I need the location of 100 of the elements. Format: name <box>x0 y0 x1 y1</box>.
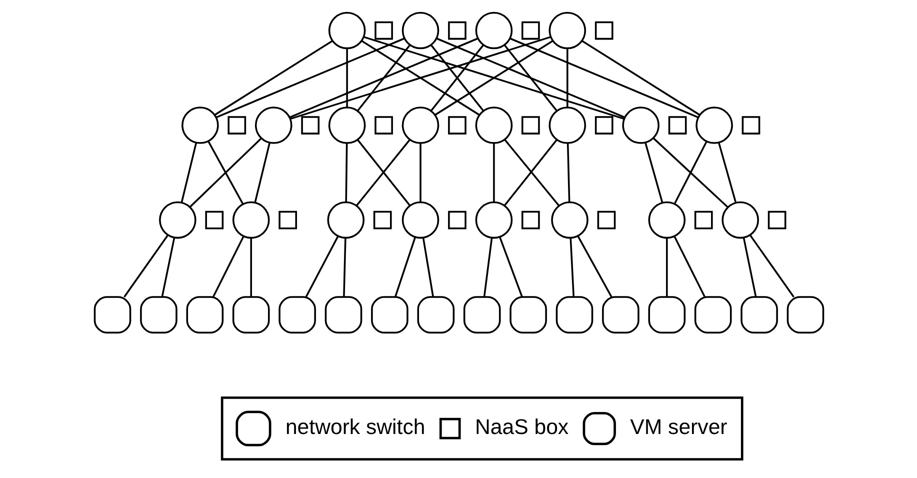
node-circle <box>548 106 586 144</box>
node-box <box>555 296 593 334</box>
node-circle <box>548 12 586 50</box>
connector <box>394 237 416 298</box>
node-circle <box>401 106 439 144</box>
node-circle <box>326 201 364 239</box>
connector <box>214 40 332 116</box>
connector <box>652 138 728 208</box>
node-square <box>374 21 392 40</box>
connector <box>289 38 478 118</box>
connector <box>362 36 624 120</box>
node-square <box>227 116 246 134</box>
node-box <box>278 296 316 334</box>
node-box <box>186 296 224 334</box>
connector <box>304 236 338 298</box>
connector <box>216 38 404 118</box>
node-box <box>694 296 732 334</box>
node-square <box>448 116 466 134</box>
node-circle <box>648 201 686 239</box>
connector <box>356 44 410 112</box>
node-square <box>372 210 392 230</box>
node-circle <box>254 106 292 144</box>
connector <box>342 238 346 297</box>
connector <box>569 238 574 297</box>
node-circle <box>695 106 732 144</box>
node-box <box>602 296 639 334</box>
node-square <box>520 210 540 230</box>
node-circle <box>550 201 588 239</box>
connector <box>346 48 348 108</box>
connector <box>509 38 698 118</box>
node-circle <box>158 201 196 239</box>
node-box <box>462 296 500 334</box>
node-box <box>509 296 546 334</box>
node-square <box>668 116 686 134</box>
legend-label: NaaS box <box>474 414 568 439</box>
node-square <box>374 116 392 134</box>
connector <box>673 236 705 298</box>
node-circle <box>232 201 270 239</box>
connector <box>180 142 196 203</box>
connector <box>430 44 484 112</box>
node-circle <box>328 106 366 144</box>
connector <box>290 36 551 120</box>
connector <box>566 143 570 202</box>
node-circle <box>401 12 439 50</box>
connector <box>492 143 494 202</box>
connector <box>436 38 624 118</box>
node-circle <box>474 201 512 239</box>
connector <box>673 141 707 204</box>
node-square <box>594 116 613 134</box>
connector <box>576 236 612 298</box>
connector <box>344 143 348 202</box>
node-square <box>594 21 613 40</box>
connector <box>666 238 668 297</box>
node-square <box>520 116 540 134</box>
connector <box>360 40 480 116</box>
node-square <box>300 116 320 134</box>
node-square <box>741 116 760 134</box>
node-circle <box>474 106 512 144</box>
node-circle <box>721 201 758 239</box>
node-box <box>740 296 778 334</box>
node-box <box>93 296 131 334</box>
node-box <box>370 296 408 334</box>
connector <box>581 40 700 116</box>
node-circle <box>401 201 439 239</box>
node-square <box>767 210 786 230</box>
node-circle <box>328 12 366 50</box>
node-box <box>140 296 177 334</box>
connector <box>434 40 553 116</box>
connector <box>742 238 756 298</box>
connector <box>419 143 421 202</box>
legend-label: VM server <box>630 414 727 439</box>
connector <box>188 138 262 208</box>
connector <box>749 234 794 298</box>
legend-label: network switch <box>284 414 425 439</box>
node-circle <box>181 106 218 144</box>
node-circle <box>474 12 512 50</box>
node-box <box>324 296 362 334</box>
connector <box>212 236 244 298</box>
node-square <box>520 21 540 40</box>
node-square <box>448 210 466 230</box>
connector <box>207 140 244 204</box>
connector <box>123 234 168 298</box>
connector <box>422 238 434 298</box>
node-square <box>204 210 224 230</box>
connector <box>254 142 270 203</box>
node-box <box>416 296 454 334</box>
node-square <box>694 210 712 230</box>
node-box <box>648 296 686 334</box>
node-box <box>786 296 824 334</box>
node-square <box>596 210 616 230</box>
connector <box>503 44 558 112</box>
connector <box>250 238 252 297</box>
connector <box>498 236 522 298</box>
connector <box>717 142 736 203</box>
connector <box>482 238 492 298</box>
connector <box>566 48 568 108</box>
connector <box>644 142 663 203</box>
node-box <box>232 296 270 334</box>
node-square <box>278 210 296 230</box>
node-circle <box>622 106 659 144</box>
